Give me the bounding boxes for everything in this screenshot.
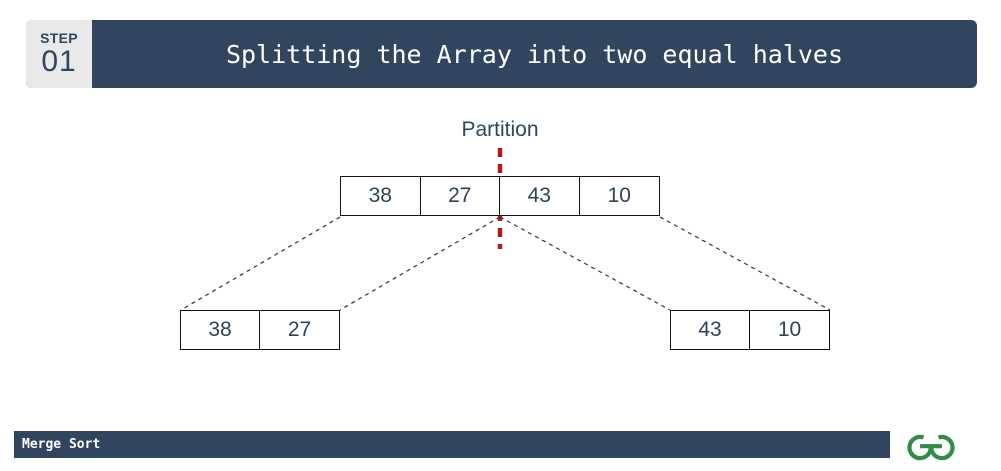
footer-bar: Merge Sort [14,431,890,458]
array-cell: 43 [671,311,750,349]
array-cell: 43 [500,177,580,215]
step-badge: STEP 01 [26,20,92,88]
array-cell: 10 [777,318,802,341]
connector-root-left-outer [180,216,341,311]
connector-root-right-inner [499,216,671,311]
array-cell: 38 [181,311,260,349]
header-bar [26,20,977,88]
geeksforgeeks-logo [907,434,955,461]
step-badge-word: STEP [40,30,78,46]
connector-root-right-outer [659,216,831,311]
connector-root-left-inner [339,216,501,311]
step-badge-number: 01 [41,45,77,78]
root-array: 38 27 43 10 [340,176,660,216]
array-cell: 38 [341,177,421,215]
footer-label: Merge Sort [22,437,101,452]
right-subarray: 43 10 [670,310,830,350]
array-cell: 27 [421,177,500,215]
left-subarray: 38 27 [180,310,340,350]
page-title: Splitting the Array into two equal halve… [225,39,844,69]
partition-label: Partition [461,118,539,141]
array-cell: 10 [607,184,631,207]
array-cell: 27 [287,318,312,341]
